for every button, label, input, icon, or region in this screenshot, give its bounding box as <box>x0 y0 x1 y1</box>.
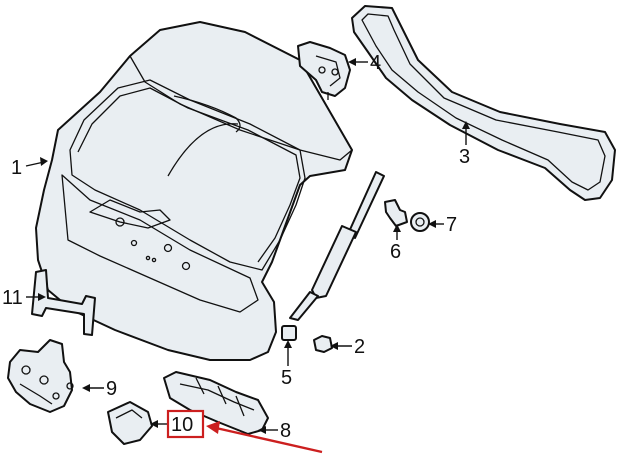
callout-7: 7 <box>446 214 457 236</box>
bracket <box>31 269 96 336</box>
leader-lines <box>25 58 470 434</box>
callout-1: 1 <box>11 157 22 179</box>
callout-2: 2 <box>354 336 365 358</box>
cover <box>107 401 153 445</box>
hinge <box>297 41 351 100</box>
highlight-callout-10 <box>166 409 323 454</box>
callout-3: 3 <box>459 146 470 168</box>
nut <box>410 212 430 232</box>
callout-10: 10 <box>171 414 193 436</box>
liftgate-panel <box>35 21 353 361</box>
weatherstrip <box>351 5 616 201</box>
latch <box>7 339 74 413</box>
callout-labels: 1 2 3 4 5 6 7 8 9 10 11 <box>2 52 470 442</box>
callout-6: 6 <box>390 241 401 263</box>
stud <box>384 199 408 227</box>
callout-11: 11 <box>2 287 23 309</box>
bolt <box>313 335 333 353</box>
callout-4: 4 <box>370 52 381 74</box>
callout-9: 9 <box>106 378 117 400</box>
handle-assembly <box>163 371 269 435</box>
callout-8: 8 <box>280 420 291 442</box>
callout-5: 5 <box>281 367 292 389</box>
gas-strut <box>281 171 385 341</box>
callout-10-highlight-box <box>166 409 205 439</box>
red-pointer-arrow <box>215 426 323 454</box>
